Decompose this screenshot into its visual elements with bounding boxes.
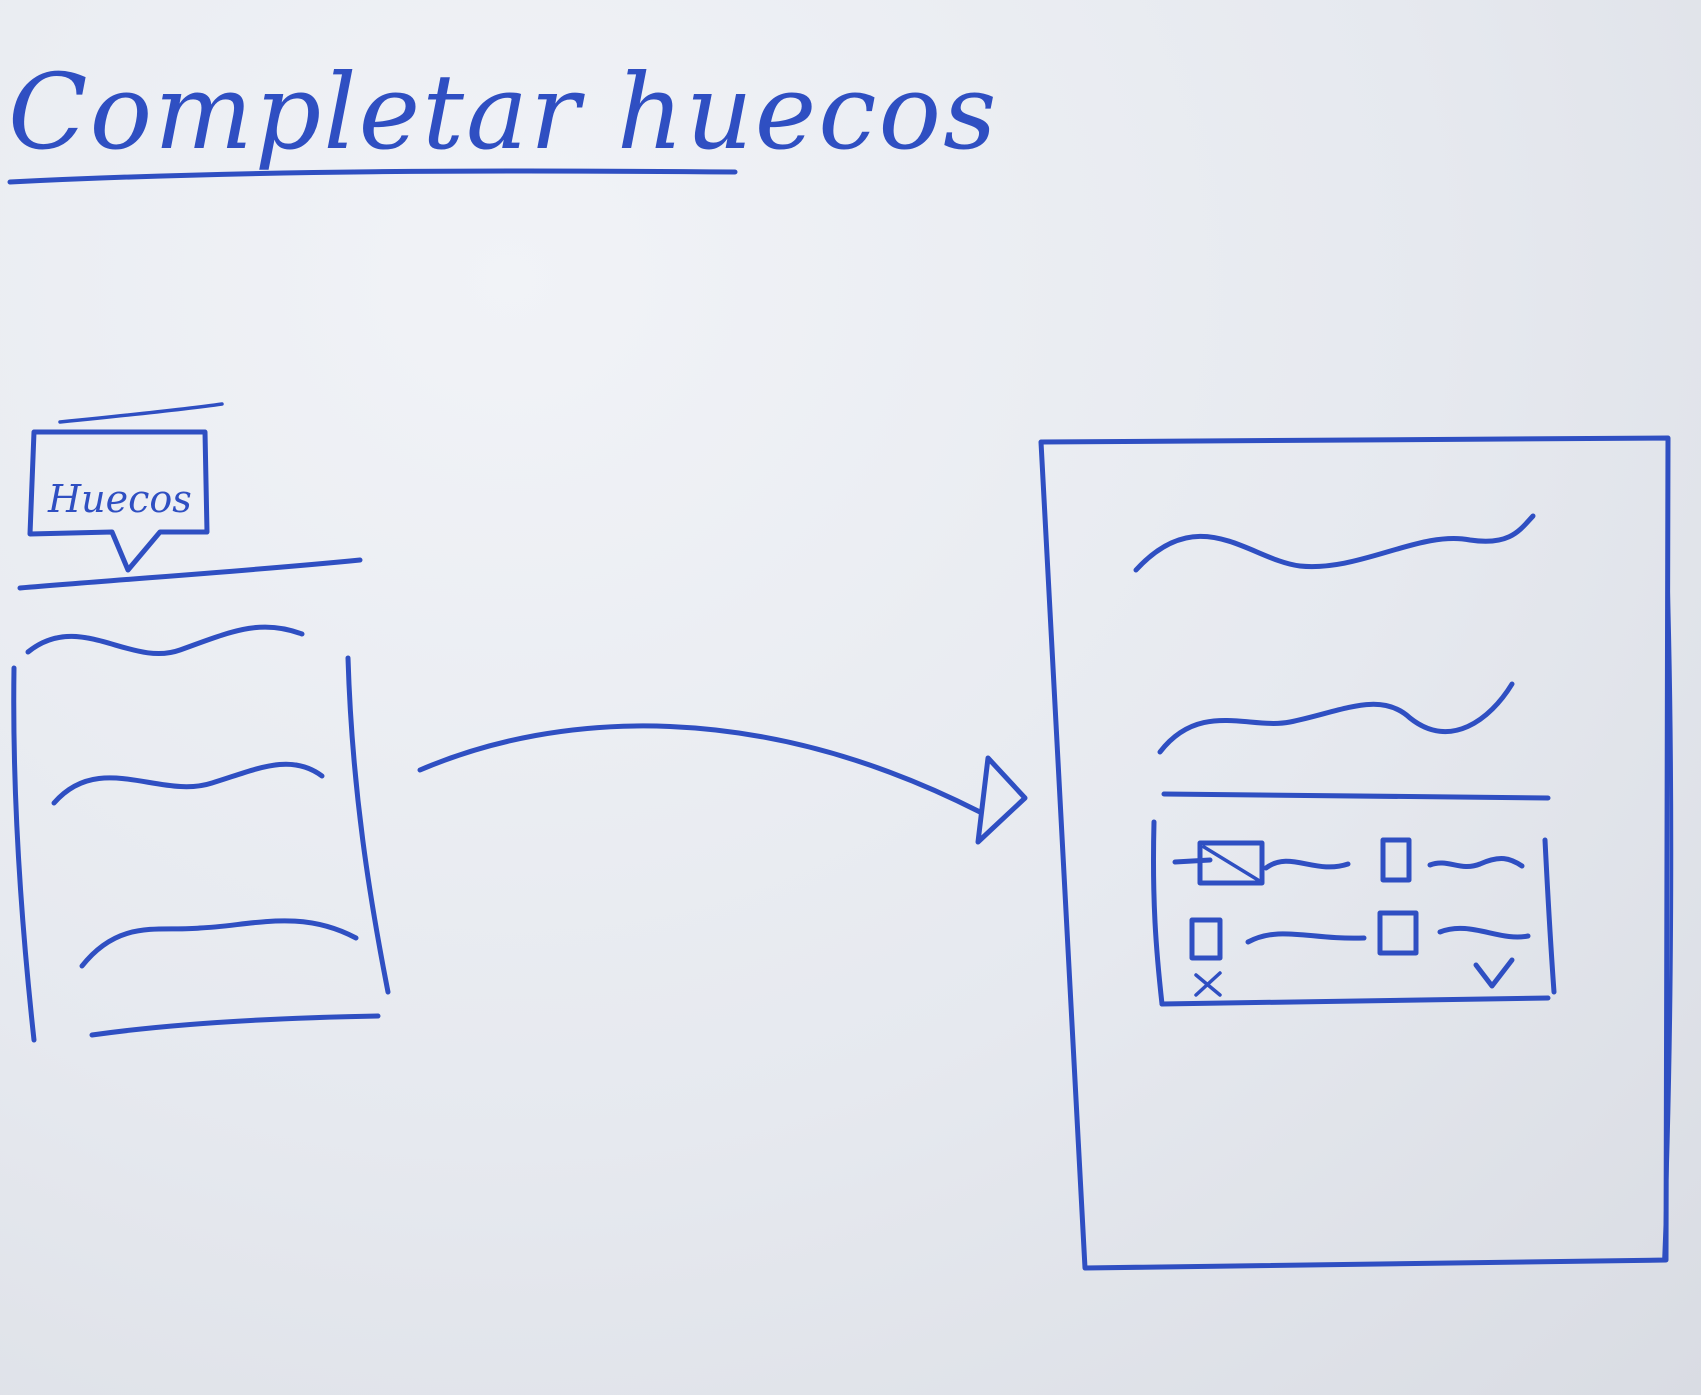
exercise-screen	[1038, 435, 1674, 1271]
option-text	[1245, 931, 1367, 945]
arrow-right-icon	[417, 723, 1028, 845]
options-left-edge	[1150, 819, 1165, 1007]
text-line	[79, 918, 359, 969]
arrow-head	[975, 755, 1028, 845]
text-line	[1133, 513, 1536, 573]
checkmark-icon	[1473, 957, 1515, 989]
text-line	[51, 761, 325, 806]
option-item[interactable]	[1380, 837, 1525, 883]
option-item[interactable]	[1189, 917, 1367, 997]
checkbox-empty-icon[interactable]	[1377, 910, 1419, 956]
x-mark-icon	[1194, 971, 1222, 997]
option-text	[1427, 856, 1525, 870]
options-bottom-line	[1159, 995, 1551, 1007]
text-line	[25, 624, 305, 657]
bubble-top-stroke	[58, 402, 224, 424]
options-top-line	[1161, 791, 1551, 801]
frame-edge-double	[1662, 580, 1674, 1260]
option-text	[1263, 858, 1351, 871]
text-line	[1157, 681, 1515, 755]
option-lead-stroke	[1172, 857, 1213, 865]
title-underline	[7, 168, 738, 185]
divider-line	[17, 557, 363, 591]
tooltip-label: Huecos	[47, 477, 192, 521]
options-right-edge	[1542, 837, 1557, 995]
arrow-shaft	[417, 723, 983, 815]
exercise-frame	[1038, 435, 1671, 1271]
screen-left-edge	[11, 665, 37, 1043]
source-screen: Huecos	[11, 402, 391, 1043]
option-item[interactable]	[1172, 840, 1351, 886]
option-item[interactable]	[1377, 910, 1531, 989]
checkbox-mark	[1202, 845, 1260, 882]
screen-bottom-line	[89, 1013, 381, 1038]
tooltip-bubble[interactable]	[27, 429, 210, 573]
option-text	[1437, 925, 1531, 940]
screen-right-edge	[345, 655, 391, 995]
page-title: Completar huecos	[8, 51, 999, 173]
checkbox-empty-icon[interactable]	[1189, 917, 1223, 961]
checkbox-empty-icon[interactable]	[1380, 837, 1412, 883]
